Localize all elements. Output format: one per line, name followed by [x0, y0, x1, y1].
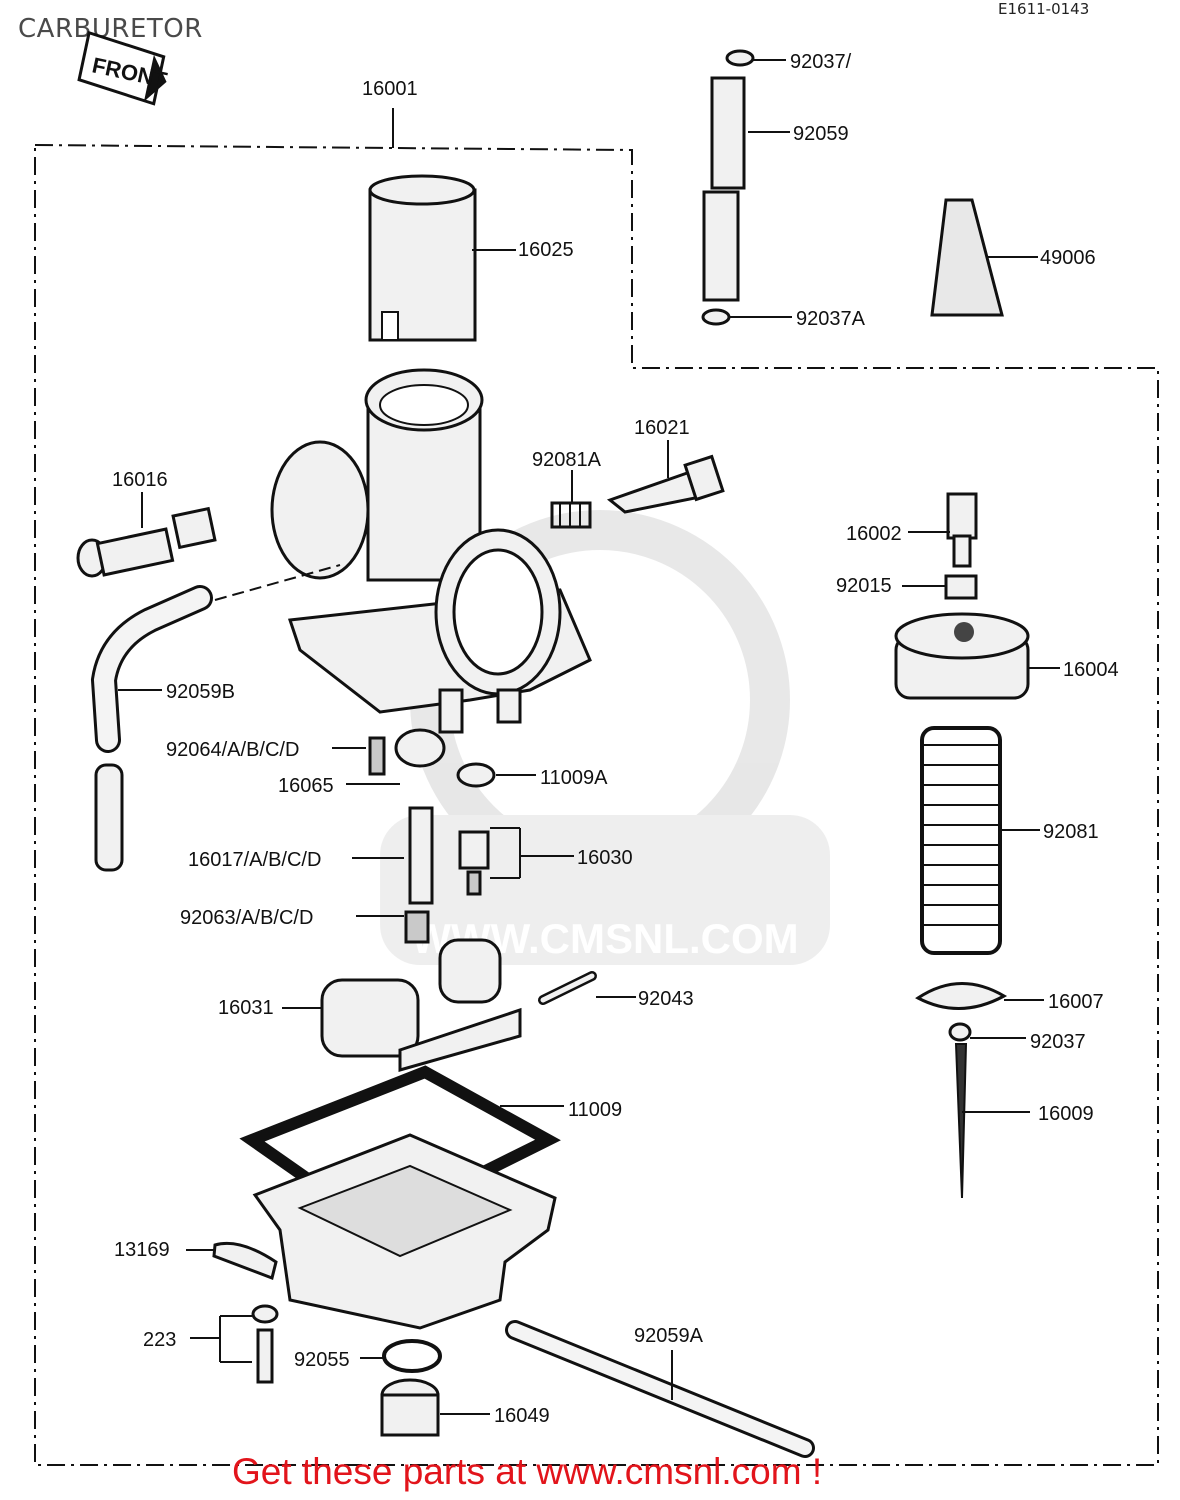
float-pin-highlight [540, 973, 595, 1003]
label-223: 223 [143, 1329, 176, 1351]
label-92037-clip: 92037 [1030, 1031, 1086, 1053]
vent-tube-part [701, 49, 755, 326]
float-valve-seat-part [458, 830, 490, 870]
cable-adjuster-thread [952, 534, 972, 568]
label-92037: 92037/ [790, 51, 852, 73]
small-spring-part [550, 501, 592, 529]
front-arrow-icon: FRONT [77, 30, 170, 106]
label-16007: 16007 [1048, 991, 1104, 1013]
o-ring-part [456, 762, 496, 788]
label-92015: 92015 [836, 575, 892, 597]
label-16025: 16025 [518, 239, 574, 261]
carburetor-body-part [270, 368, 592, 734]
float-bowl-part [252, 1133, 557, 1330]
drain-o-ring-part [382, 1339, 442, 1373]
jet-needle-part [954, 1043, 968, 1199]
washer-part [251, 1304, 279, 1324]
watermark: WWW.CMSNL.COM [380, 510, 830, 965]
leader-lines [118, 59, 1060, 1415]
label-16017: 16017/A/B/C/D [188, 849, 321, 871]
label-16002: 16002 [846, 523, 902, 545]
label-11009: 11009 [568, 1099, 622, 1121]
pilot-screw-part [368, 736, 386, 776]
footer-promo-text: Get these parts at www.cmsnl.com ! [232, 1451, 823, 1492]
label-16065: 16065 [278, 775, 334, 797]
float-part [320, 938, 522, 1072]
label-49006: 49006 [1040, 247, 1096, 269]
label-16031: 16031 [218, 997, 274, 1019]
throttle-valve-part [368, 174, 477, 342]
label-16030: 16030 [577, 847, 633, 869]
label-92081: 92081 [1043, 821, 1099, 843]
label-16001: 16001 [362, 78, 418, 100]
label-16021: 16021 [634, 417, 690, 439]
label-92043: 92043 [638, 988, 694, 1010]
bracket-part [212, 1241, 278, 1280]
locknut-part [944, 574, 978, 600]
needle-clip-part [948, 1022, 972, 1042]
air-screw-head [683, 454, 725, 502]
cable-adjuster-part [946, 492, 978, 540]
drain-hose-highlight [508, 1323, 812, 1455]
label-92059b: 92059B [166, 681, 235, 703]
label-16049: 16049 [494, 1405, 550, 1427]
bowl-screw-part [256, 1328, 274, 1384]
label-92055: 92055 [294, 1349, 350, 1371]
overflow-hose-part [90, 585, 213, 872]
label-92081a: 92081A [532, 449, 602, 471]
main-jet-part [404, 910, 430, 944]
label-16009: 16009 [1038, 1103, 1094, 1125]
label-92059a: 92059A [634, 1325, 704, 1347]
label-92064: 92064/A/B/C/D [166, 739, 299, 761]
needle-jet-part [408, 806, 434, 905]
needle-plate-part [915, 982, 1008, 1010]
part-labels: 16001 16025 92037/ 92059 92037A 49006 16… [112, 51, 1119, 1427]
float-valve-needle-part [466, 870, 482, 896]
needle-jet-holder-part [394, 728, 446, 768]
throttle-spring-part [920, 726, 1002, 955]
label-11009a: 11009A [540, 767, 608, 789]
diagram-code: E1611-0143 [998, 0, 1090, 18]
dash-link [214, 564, 341, 601]
label-92059: 92059 [793, 123, 849, 145]
label-13169: 13169 [114, 1239, 170, 1261]
drain-plug-part [380, 1378, 440, 1437]
starter-plunger-part [76, 506, 217, 578]
label-16004: 16004 [1063, 659, 1119, 681]
label-16016: 16016 [112, 469, 168, 491]
assembly-boundary [34, 143, 1159, 1466]
label-92037a: 92037A [796, 308, 866, 330]
label-92063: 92063/A/B/C/D [180, 907, 313, 929]
top-cap-part [894, 612, 1030, 700]
rubber-cap-part [930, 198, 1004, 317]
